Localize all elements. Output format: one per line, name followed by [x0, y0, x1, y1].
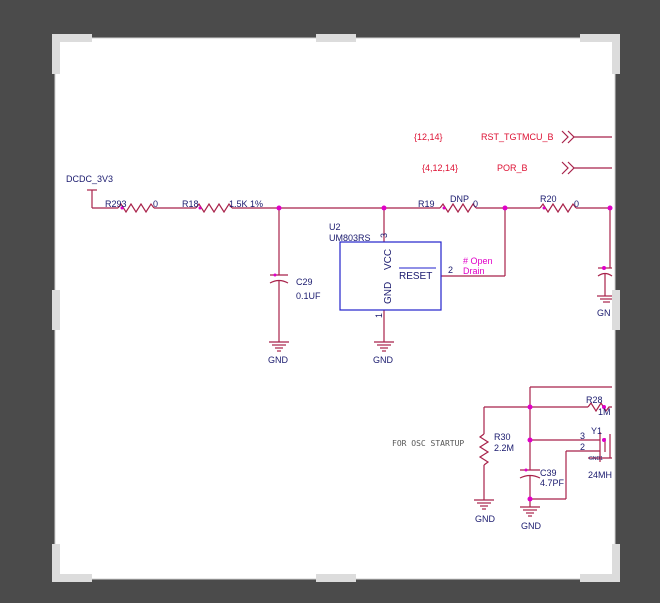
junction-dot [527, 437, 533, 443]
gnd-symbol-r30 [474, 499, 494, 510]
r30-ref: R30 [494, 432, 511, 442]
net-ref-rst: {12,14} [414, 132, 443, 142]
u2-ref: U2 [329, 222, 341, 232]
crop-handle-bottom-center[interactable] [316, 574, 356, 582]
junction-dot [524, 468, 528, 472]
junction-dot [273, 273, 277, 277]
net-name-rst: RST_TGTMCU_B [481, 132, 554, 142]
resistor-r28-symbol [587, 401, 612, 413]
power-flag-dcdc [87, 189, 97, 208]
net-label-dcdc: DCDC_3V3 [66, 174, 113, 184]
junction-dot [602, 266, 606, 270]
u2-pin3: 3 [379, 233, 389, 238]
ic-u2-body [339, 241, 442, 311]
y1-pin3: 3 [580, 431, 585, 441]
r18-value: 1.5K 1% [229, 199, 263, 209]
junction-dot [198, 206, 202, 210]
c39-ref: C39 [540, 468, 557, 478]
resistor-r30-symbol [478, 433, 490, 466]
junction-dot [602, 405, 606, 409]
gnd-label-r30: GND [475, 514, 496, 524]
u2-pin1: 1 [374, 313, 384, 318]
junction-dot [276, 205, 282, 211]
gnd-symbol-u2 [374, 341, 394, 352]
schematic-sheet [54, 37, 616, 580]
junction-dot [120, 206, 124, 210]
y1-gnd-pin: GND1 [589, 456, 603, 462]
u2-pin-vcc: VCC [383, 249, 394, 270]
gnd-symbol-c39 [520, 506, 540, 517]
c39-value: 4.7PF [540, 478, 565, 488]
r18-ref: R18 [182, 199, 199, 209]
net-arrow-por [561, 161, 612, 175]
crop-handles [52, 34, 620, 582]
junction-dot [607, 205, 613, 211]
gnd-label-u2: GND [373, 355, 394, 365]
r20-value: 0 [574, 199, 579, 209]
crop-handle-bottom-right[interactable] [612, 544, 620, 582]
gnd-symbol-partial [597, 295, 612, 303]
gnd-label-c29: GND [268, 355, 289, 365]
gnd-symbol-c29 [269, 341, 289, 352]
r30-value: 2.2M [494, 443, 514, 453]
crop-handle-right-middle[interactable] [612, 290, 620, 330]
crop-handle-top-right[interactable] [612, 34, 620, 74]
junction-dot [502, 205, 508, 211]
r293-ref: R293 [105, 199, 127, 209]
crop-handle-left-middle[interactable] [52, 290, 60, 330]
junction-dot [602, 438, 606, 442]
u2-pin-gnd: GND [383, 282, 394, 304]
r19-value: 0 [473, 199, 478, 209]
net-name-por: POR_B [497, 163, 528, 173]
crop-handle-bottom-left[interactable] [52, 544, 60, 582]
r19-ref: R19 [418, 199, 435, 209]
y1-ref: Y1 [591, 426, 602, 436]
junction-dot [542, 206, 546, 210]
osc-startup-note: FOR OSC STARTUP [392, 439, 464, 448]
c29-ref: C29 [296, 277, 313, 287]
y1-pin2: 2 [580, 442, 585, 452]
crop-handle-top-center[interactable] [316, 34, 356, 42]
junction-dot [442, 206, 446, 210]
net-ref-por: {4,12,14} [422, 163, 458, 173]
net-arrow-rst [561, 130, 612, 144]
u2-pin-reset: RESET [399, 271, 432, 282]
crop-handle-bottom-right[interactable] [580, 574, 620, 582]
r28-value: 1M [598, 407, 611, 417]
open-drain-note-line1: # Open [463, 256, 493, 266]
gnd-label-partial: GN [597, 308, 611, 318]
junction-dot [527, 496, 533, 502]
junction-dot [527, 404, 533, 410]
crop-handle-top-left[interactable] [52, 34, 92, 42]
u2-part: UM803RS [329, 233, 371, 243]
crop-handle-bottom-left[interactable] [52, 574, 92, 582]
gnd-label-c39: GND [521, 521, 542, 531]
crop-handle-top-right[interactable] [580, 34, 620, 42]
crop-handle-top-left[interactable] [52, 34, 60, 74]
y1-value: 24MH [588, 470, 612, 480]
r19-dnp: DNP [450, 194, 469, 204]
open-drain-note-line2: Drain [463, 266, 485, 276]
u2-pin2: 2 [448, 265, 453, 275]
r293-value: 0 [153, 199, 158, 209]
r28-ref: R28 [586, 395, 603, 405]
r20-ref: R20 [540, 194, 557, 204]
junction-dot [381, 205, 387, 211]
c29-value: 0.1UF [296, 291, 321, 301]
